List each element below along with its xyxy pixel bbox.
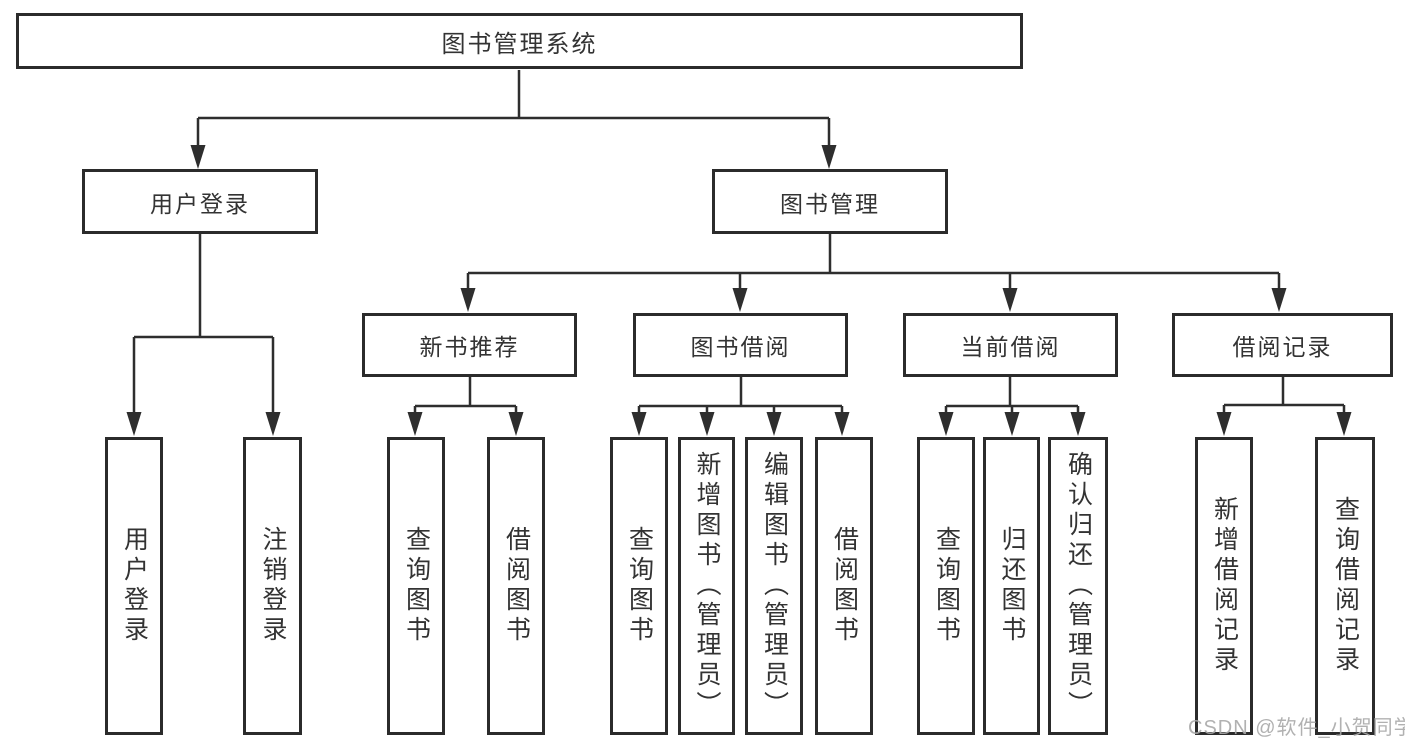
leaf-edit-books-admin: 编辑图书（管理员） <box>745 437 803 735</box>
node-book-management: 图书管理 <box>712 169 948 234</box>
node-book-borrowing: 图书借阅 <box>633 313 848 377</box>
node-current-borrowing: 当前借阅 <box>903 313 1118 377</box>
node-user-login: 用户登录 <box>82 169 318 234</box>
leaf-add-borrowing-record: 新增借阅记录 <box>1195 437 1253 735</box>
node-library-management-system: 图书管理系统 <box>16 13 1023 69</box>
node-borrowing-records: 借阅记录 <box>1172 313 1393 377</box>
leaf-return-books: 归还图书 <box>983 437 1040 735</box>
watermark-text: CSDN @软件_小贺同学 <box>1188 717 1405 739</box>
leaf-query-borrowing-record: 查询借阅记录 <box>1315 437 1375 735</box>
leaf-confirm-return-admin: 确认归还（管理员） <box>1048 437 1108 735</box>
leaf-logout-login: 注销登录 <box>243 437 302 735</box>
leaf-query-books-2: 查询图书 <box>610 437 668 735</box>
leaf-add-books-admin: 新增图书（管理员） <box>678 437 735 735</box>
leaf-borrow-books-1: 借阅图书 <box>487 437 545 735</box>
leaf-borrow-books-2: 借阅图书 <box>815 437 873 735</box>
node-new-book-recommendation: 新书推荐 <box>362 313 577 377</box>
leaf-query-books-3: 查询图书 <box>917 437 975 735</box>
leaf-query-books-1: 查询图书 <box>387 437 445 735</box>
leaf-user-login: 用户登录 <box>105 437 163 735</box>
